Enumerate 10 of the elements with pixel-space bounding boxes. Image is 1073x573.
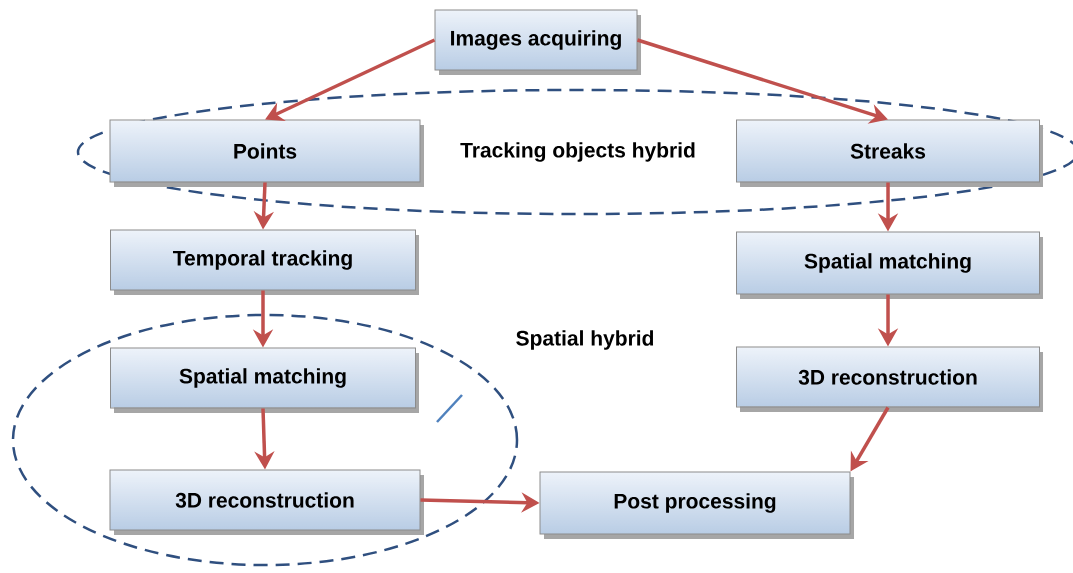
- process-box: 3D reconstruction: [109, 469, 421, 531]
- process-box: Images acquiring: [434, 9, 638, 71]
- group-label: Spatial hybrid: [516, 330, 654, 350]
- process-box: Streaks: [736, 119, 1040, 183]
- process-box: Points: [109, 119, 421, 183]
- process-box: Temporal tracking: [110, 229, 416, 291]
- process-box: 3D reconstruction: [736, 346, 1040, 408]
- process-box: Spatial matching: [110, 347, 416, 409]
- process-box: Post processing: [539, 471, 851, 535]
- process-box: Spatial matching: [736, 231, 1040, 295]
